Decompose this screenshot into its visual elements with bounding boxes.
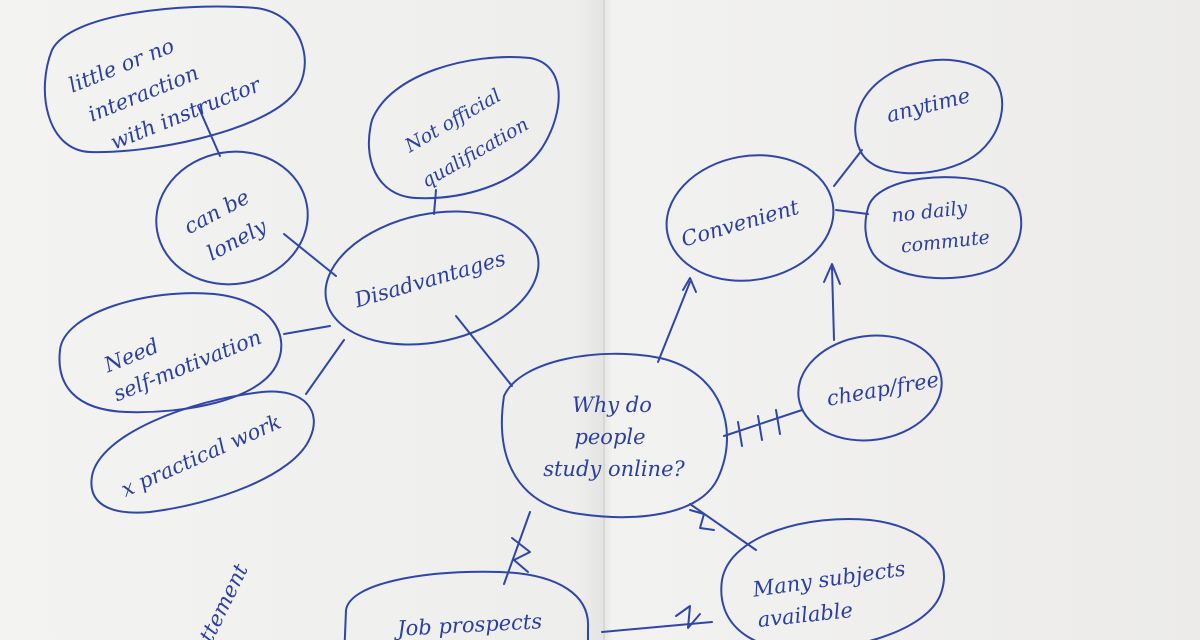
cheap-node: cheap/free (797, 334, 943, 442)
connector-lonely-disadvantages (283, 233, 337, 277)
practical-bubble (90, 390, 315, 514)
anytime-bubble (854, 58, 1004, 175)
hatch-marks-bottom (675, 605, 701, 629)
subjects-node: Many subjects available (720, 518, 945, 640)
commute-bubble (864, 176, 1023, 280)
subjects-bubble (720, 518, 945, 640)
central-line-1: Why do (572, 393, 652, 417)
central-bubble (500, 352, 728, 519)
practical-label: x practical work (117, 410, 284, 502)
hatch-marks-cheap (737, 409, 781, 447)
practical-node: x practical work (90, 390, 315, 514)
connector-convenient-commute (835, 209, 869, 215)
commute-node: no daily commute (864, 176, 1023, 280)
convenient-node: Convenient (665, 154, 835, 282)
connectors (197, 105, 869, 633)
lonely-bubble (155, 150, 309, 286)
jobs-bubble (343, 570, 590, 640)
jobs-label: Job prospects (393, 609, 543, 640)
connector-motivation-disadvantages (283, 325, 331, 335)
hatch-marks-subjects (689, 509, 715, 531)
anytime-node: anytime (854, 58, 1004, 175)
disadvantages-bubble (324, 210, 540, 346)
arrowhead-cheap-convenient (823, 263, 841, 285)
interaction-node: little or no interaction with instructor (43, 5, 306, 154)
connector-convenient-anytime (833, 149, 863, 187)
qualification-bubble (367, 56, 560, 200)
connector-qualification-disadvantages (433, 189, 437, 215)
connector-cheap-convenient (831, 267, 835, 341)
convenient-label: Convenient (679, 195, 803, 252)
connector-central-cheap (723, 409, 803, 437)
central-node: Why do people study online? (500, 352, 728, 519)
motivation-bubble (58, 292, 283, 414)
lonely-node: can be lonely (155, 150, 309, 286)
commute-line-1: no daily (890, 197, 968, 227)
cheap-bubble (797, 334, 943, 442)
commute-line-2: commute (900, 226, 991, 257)
central-line-3: study online? (543, 457, 685, 481)
cheap-label: cheap/free (825, 367, 941, 410)
anytime-label: anytime (884, 83, 973, 127)
connector-central-convenient (657, 281, 691, 363)
connector-practical-disadvantages (305, 339, 345, 395)
central-line-2: people (574, 425, 645, 449)
partial-word: ttement (195, 560, 253, 640)
disadvantages-label: Disadvantages (351, 246, 509, 312)
hatch-marks-jobs (511, 537, 531, 573)
convenient-bubble (665, 154, 835, 282)
jobs-node: Job prospects (343, 570, 590, 640)
subjects-line-2: available (757, 598, 854, 632)
connector-jobs-subjects (601, 621, 713, 633)
connector-disadvantages-central (455, 315, 513, 387)
qualification-node: Not official qualification (367, 56, 560, 200)
connector-central-subjects (689, 503, 757, 551)
arrowhead-convenient (682, 277, 697, 293)
subjects-line-1: Many subjects (750, 556, 907, 601)
interaction-bubble (43, 5, 306, 154)
disadvantages-node: Disadvantages (324, 210, 540, 346)
connector-interaction-lonely (197, 105, 221, 157)
